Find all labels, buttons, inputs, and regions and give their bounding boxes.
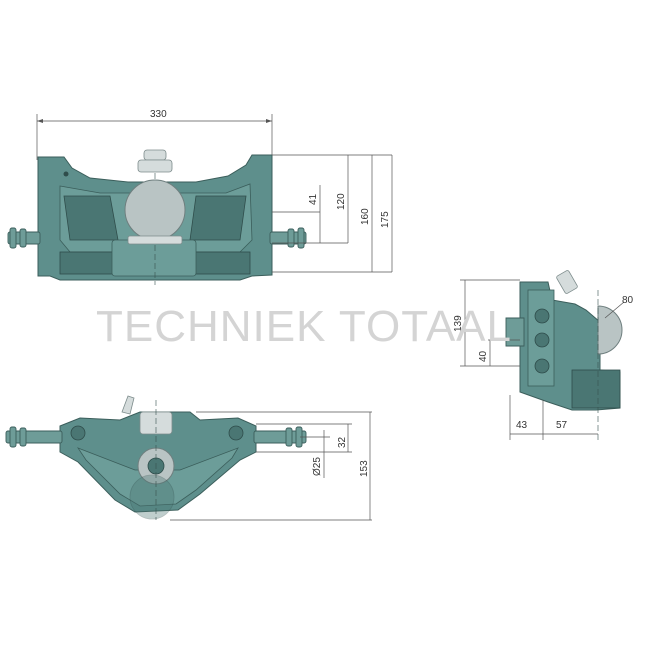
dim-diameter-25-label: Ø25: [312, 457, 323, 476]
dim-40-label: 40: [478, 350, 489, 362]
dim-153-label: 153: [359, 460, 370, 477]
dim-175-label: 175: [380, 211, 391, 228]
watermark: TECHNIEK TOTAAL: [96, 302, 512, 351]
dim-57-label: 57: [556, 420, 568, 431]
bottom-left-pin: [5, 426, 63, 448]
bottom-view: 32 Ø25 153: [5, 395, 372, 521]
dim-139-label: 139: [453, 315, 464, 332]
locking-lever: [121, 395, 135, 415]
dim-330-label: 330: [150, 109, 167, 120]
coupling-ball: [124, 179, 186, 241]
dim-43-label: 43: [516, 420, 528, 431]
ball-cap: [143, 149, 167, 161]
dim-160-label: 160: [360, 208, 371, 225]
side-ball: [597, 305, 623, 355]
side-view: 80 139 40 43 57: [453, 270, 634, 440]
dim-32-label: 32: [337, 436, 348, 448]
right-pin: [269, 227, 307, 249]
bottom-right-pin: [253, 426, 307, 448]
dim-120-label: 120: [336, 193, 347, 210]
dim-41-label: 41: [308, 193, 319, 205]
dim-80-label: 80: [622, 295, 634, 306]
front-view: 330 41: [7, 109, 393, 285]
left-pin: [7, 227, 41, 249]
